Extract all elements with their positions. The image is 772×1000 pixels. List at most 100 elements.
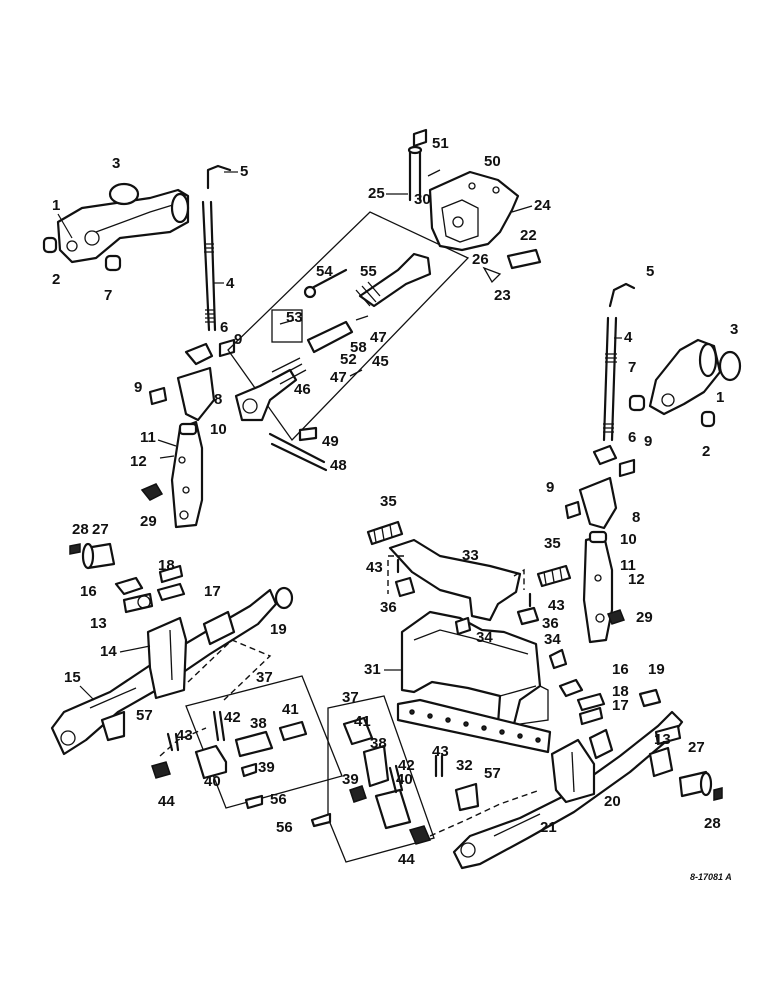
left-lift-arm <box>56 188 190 264</box>
label-27-right: 27 <box>688 739 705 756</box>
label-7: 7 <box>104 287 112 304</box>
callout-labels: 3 5 1 2 7 4 6 9 9 8 10 11 12 29 28 27 18… <box>52 135 738 882</box>
label-13-right: 13 <box>654 731 671 748</box>
label-34-right: 34 <box>544 631 561 648</box>
left-lower-link <box>50 564 294 756</box>
label-18-right: 18 <box>612 683 629 700</box>
label-41-right: 41 <box>354 713 371 730</box>
label-22: 22 <box>520 227 537 244</box>
label-39-left: 39 <box>258 759 275 776</box>
label-23: 23 <box>494 287 511 304</box>
label-41-left: 41 <box>282 701 299 718</box>
label-31: 31 <box>364 661 381 678</box>
label-53: 53 <box>286 309 303 326</box>
label-29-right: 29 <box>636 609 653 626</box>
center-crossbar <box>366 520 572 626</box>
left-lift-rod <box>201 164 232 332</box>
label-11-right: 11 <box>620 557 636 574</box>
right-lift-rod <box>564 282 636 644</box>
label-55: 55 <box>360 263 377 280</box>
right-lift-arm <box>628 338 742 428</box>
label-28-left: 28 <box>72 521 89 538</box>
left-washer <box>108 182 140 206</box>
label-32: 32 <box>456 757 473 774</box>
label-1-right: 1 <box>716 389 724 406</box>
label-42-left: 42 <box>224 709 241 726</box>
label-14: 14 <box>100 643 117 660</box>
label-3: 3 <box>112 155 120 172</box>
label-51: 51 <box>432 135 449 152</box>
label-48: 48 <box>330 457 347 474</box>
label-38-right: 38 <box>370 735 387 752</box>
label-44-left: 44 <box>158 793 175 810</box>
label-9-left-a: 9 <box>234 331 242 348</box>
label-56-bottom: 56 <box>276 819 293 836</box>
label-15: 15 <box>64 669 81 686</box>
label-16-left: 16 <box>80 583 97 600</box>
label-5-right: 5 <box>646 263 654 280</box>
label-26: 26 <box>472 251 489 268</box>
label-8-right: 8 <box>632 509 640 526</box>
label-2-right: 2 <box>702 443 710 460</box>
label-36-right: 36 <box>542 615 559 632</box>
label-39-right: 39 <box>342 771 359 788</box>
top-link-frame <box>227 211 470 442</box>
label-49: 49 <box>322 433 339 450</box>
label-6: 6 <box>220 319 228 336</box>
label-3-right: 3 <box>730 321 738 338</box>
label-57-right: 57 <box>484 765 501 782</box>
label-7-right: 7 <box>628 359 636 376</box>
label-54: 54 <box>316 263 333 280</box>
hitch-support-bracket <box>400 610 568 726</box>
label-10-right: 10 <box>620 531 637 548</box>
label-1: 1 <box>52 197 60 214</box>
label-2: 2 <box>52 271 60 288</box>
left-small-parts <box>140 338 236 501</box>
label-38-left: 38 <box>250 715 267 732</box>
label-56-left: 56 <box>270 791 287 808</box>
label-19-right: 19 <box>648 661 665 678</box>
label-33: 33 <box>462 547 479 564</box>
label-19-left: 19 <box>270 621 287 638</box>
label-10-left: 10 <box>210 421 227 438</box>
label-12-left: 12 <box>130 453 147 470</box>
label-43-right-b: 43 <box>432 743 449 760</box>
label-20: 20 <box>604 793 621 810</box>
label-9-right-b: 9 <box>546 479 554 496</box>
right-lower-link <box>452 678 723 870</box>
label-50: 50 <box>484 153 501 170</box>
label-24: 24 <box>534 197 551 214</box>
label-40-left: 40 <box>204 773 221 790</box>
label-43-left: 43 <box>176 727 193 744</box>
label-47-a: 47 <box>370 329 387 346</box>
label-28-right: 28 <box>704 815 721 832</box>
label-43-center: 43 <box>366 559 383 576</box>
label-37-left: 37 <box>256 669 273 686</box>
right-stabilizer-kit <box>310 695 541 863</box>
label-40-right: 40 <box>396 771 413 788</box>
label-35-right: 35 <box>544 535 561 552</box>
drawing-reference: 8-17081 A <box>690 872 732 882</box>
left-pin-bolt <box>69 542 116 570</box>
label-4: 4 <box>226 275 235 292</box>
label-37-right: 37 <box>342 689 359 706</box>
label-35-left: 35 <box>380 493 397 510</box>
label-4-right: 4 <box>624 329 633 346</box>
label-45: 45 <box>372 353 389 370</box>
label-42-right: 42 <box>398 757 415 774</box>
label-6-right: 6 <box>628 429 636 446</box>
label-25: 25 <box>368 185 385 202</box>
label-43-right: 43 <box>548 597 565 614</box>
label-36-left: 36 <box>380 599 397 616</box>
label-18-left: 18 <box>158 557 175 574</box>
label-21: 21 <box>540 819 557 836</box>
label-47-b: 47 <box>330 369 347 386</box>
label-17-right: 17 <box>612 697 629 714</box>
label-30: 30 <box>414 191 431 208</box>
label-57-left: 57 <box>136 707 153 724</box>
label-9-right-a: 9 <box>644 433 652 450</box>
left-stabilizer-kit <box>151 675 343 810</box>
label-8-left: 8 <box>214 391 222 408</box>
